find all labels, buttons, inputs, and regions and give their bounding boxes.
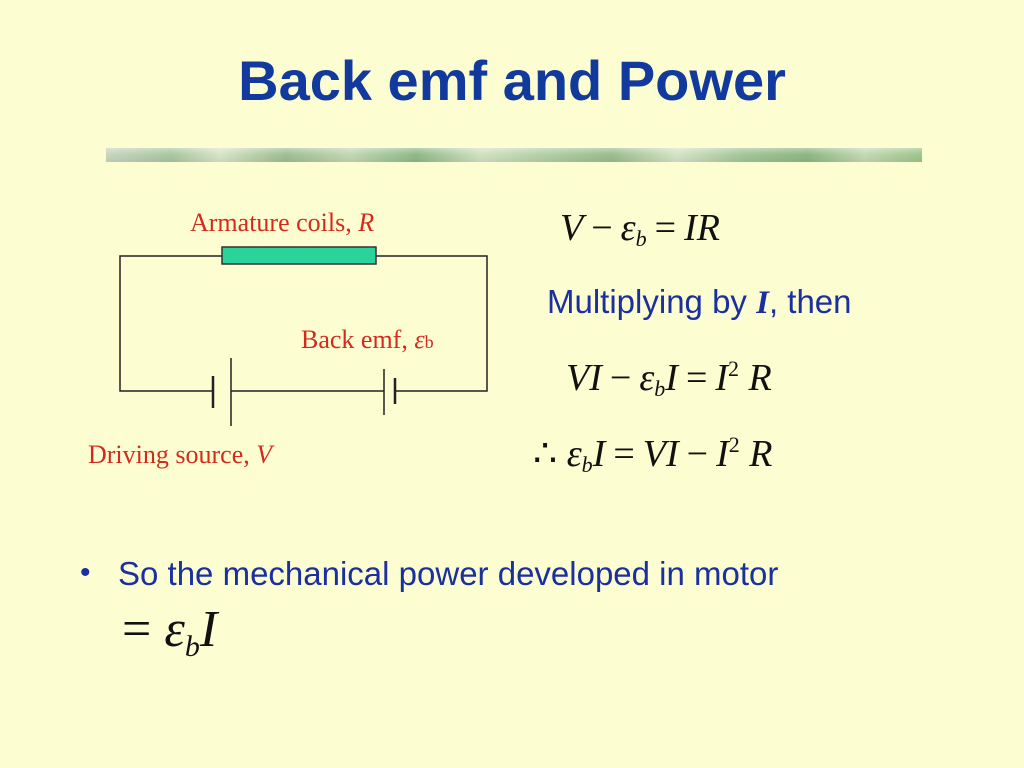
eq2-minus: −	[609, 357, 632, 399]
result-epsilon: ε	[164, 601, 185, 658]
back-emf-symbol: ε	[414, 325, 425, 354]
back-emf-label: Back emf, εb	[301, 325, 434, 357]
eq2-i: I	[665, 357, 678, 399]
eq1-equals: =	[654, 207, 677, 249]
eq2-superscript: 2	[728, 356, 740, 381]
result-i: I	[199, 601, 218, 658]
eq1-epsilon: ε	[620, 207, 636, 249]
bullet-text: So the mechanical power developed in mot…	[118, 555, 779, 592]
eq3-minus: −	[686, 433, 709, 475]
eq1-ir: IR	[684, 207, 720, 249]
eq3-epsilon: ε	[566, 433, 582, 475]
eq2-rhs-i: I	[715, 357, 729, 399]
equation-power-balance: VI−εbI=I2 R	[566, 356, 772, 400]
driving-source-label: Driving source, V	[88, 440, 272, 470]
back-emf-subscript: b	[424, 332, 434, 352]
therefore-symbol: ∴	[533, 433, 558, 475]
back-emf-label-text: Back emf,	[301, 325, 415, 354]
equation-kvl: V−εb =IR	[560, 206, 720, 250]
eq2-subscript: b	[654, 376, 666, 401]
slide-title: Back emf and Power	[238, 49, 786, 112]
eq1-minus: −	[591, 207, 613, 249]
result-equation: = εbI	[122, 600, 218, 663]
armature-coils-label: Armature coils, R	[190, 208, 374, 238]
multiply-instruction: Multiplying by I, then	[547, 282, 852, 323]
result-equals: =	[122, 601, 152, 658]
multiply-suffix: , then	[768, 283, 852, 320]
eq2-vi: VI	[566, 357, 602, 399]
circuit-wire-loop	[119, 255, 488, 392]
eq3-rhs-r: R	[749, 433, 773, 475]
armature-symbol: R	[358, 208, 375, 237]
eq2-epsilon: ε	[639, 357, 655, 399]
eq1-v: V	[560, 207, 584, 249]
result-subscript: b	[184, 630, 200, 663]
armature-resistor	[221, 246, 377, 265]
driving-label-text: Driving source,	[88, 440, 257, 469]
eq2-equals: =	[685, 357, 708, 399]
eq3-i: I	[592, 433, 606, 475]
bullet-marker: •	[80, 556, 91, 589]
eq3-subscript: b	[581, 452, 593, 477]
eq3-superscript: 2	[728, 432, 740, 457]
eq1-subscript: b	[635, 226, 647, 251]
multiply-symbol: I	[756, 285, 769, 321]
driving-symbol: V	[256, 440, 273, 469]
armature-label-text: Armature coils,	[190, 208, 359, 237]
eq3-equals: =	[613, 433, 635, 475]
eq3-vi: VI	[642, 433, 679, 475]
title-divider	[106, 148, 922, 162]
equation-mechanical-power: ∴ εbI=VI−I2 R	[533, 432, 772, 476]
eq2-rhs-r: R	[748, 357, 772, 399]
multiply-prefix: Multiplying by	[547, 283, 757, 320]
eq3-rhs-i: I	[716, 433, 729, 475]
